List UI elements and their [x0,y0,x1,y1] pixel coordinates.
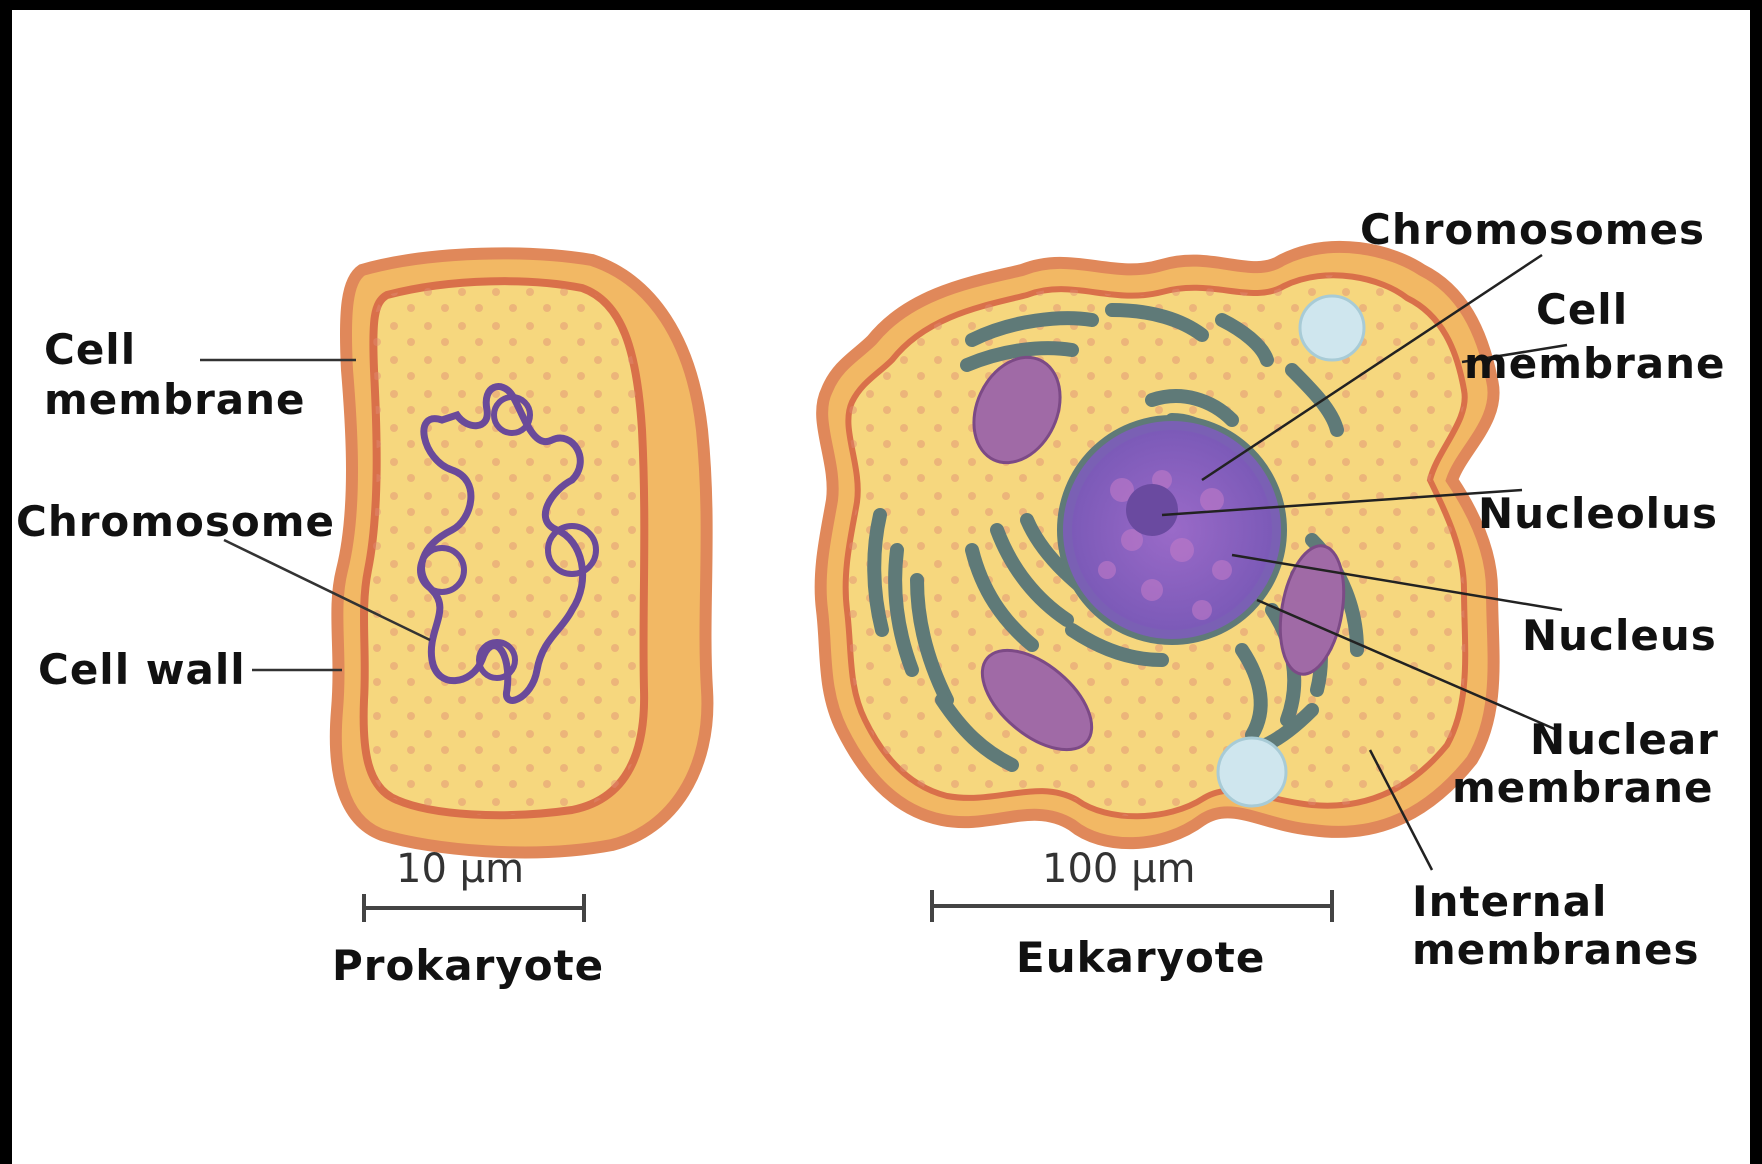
eukaryote-scale-label: 100 μm [1042,846,1195,892]
label-eukaryote-nuclear-membrane-line2: membrane [1452,764,1714,812]
label-prokaryote-chromosome: Chromosome [16,498,335,546]
prokaryote-title: Prokaryote [332,942,604,990]
label-prokaryote-cell-membrane-line2: membrane [44,376,306,424]
prokaryote-scale-label: 10 μm [396,846,524,892]
label-eukaryote-cell-membrane-line1: Cell [1536,286,1628,334]
vacuole [1300,296,1364,360]
label-eukaryote-internal-membranes-line1: Internal [1412,878,1607,926]
prokaryote-cell [336,253,708,852]
label-eukaryote-nucleus: Nucleus [1522,612,1717,660]
label-eukaryote-nucleolus: Nucleolus [1478,490,1718,538]
label-eukaryote-nuclear-membrane-line1: Nuclear [1530,716,1719,764]
diagram-frame: Cell membrane Chromosome Cell wall 10 μm… [12,10,1750,1164]
label-prokaryote-cell-membrane-line1: Cell [44,326,136,374]
prokaryote-scale-bar [364,894,584,922]
label-eukaryote-chromosomes: Chromosomes [1360,206,1705,254]
label-eukaryote-internal-membranes-line2: membranes [1412,926,1700,974]
vacuole [1218,738,1286,806]
eukaryote-scale-bar [932,890,1332,922]
eukaryote-title: Eukaryote [1016,934,1265,982]
nucleolus [1126,484,1178,536]
label-prokaryote-cell-wall: Cell wall [38,646,246,694]
cell-comparison-illustration [12,10,1750,1164]
label-eukaryote-cell-membrane-line2: membrane [1464,340,1726,388]
eukaryote-cell [821,247,1494,843]
nucleus [1060,418,1284,642]
